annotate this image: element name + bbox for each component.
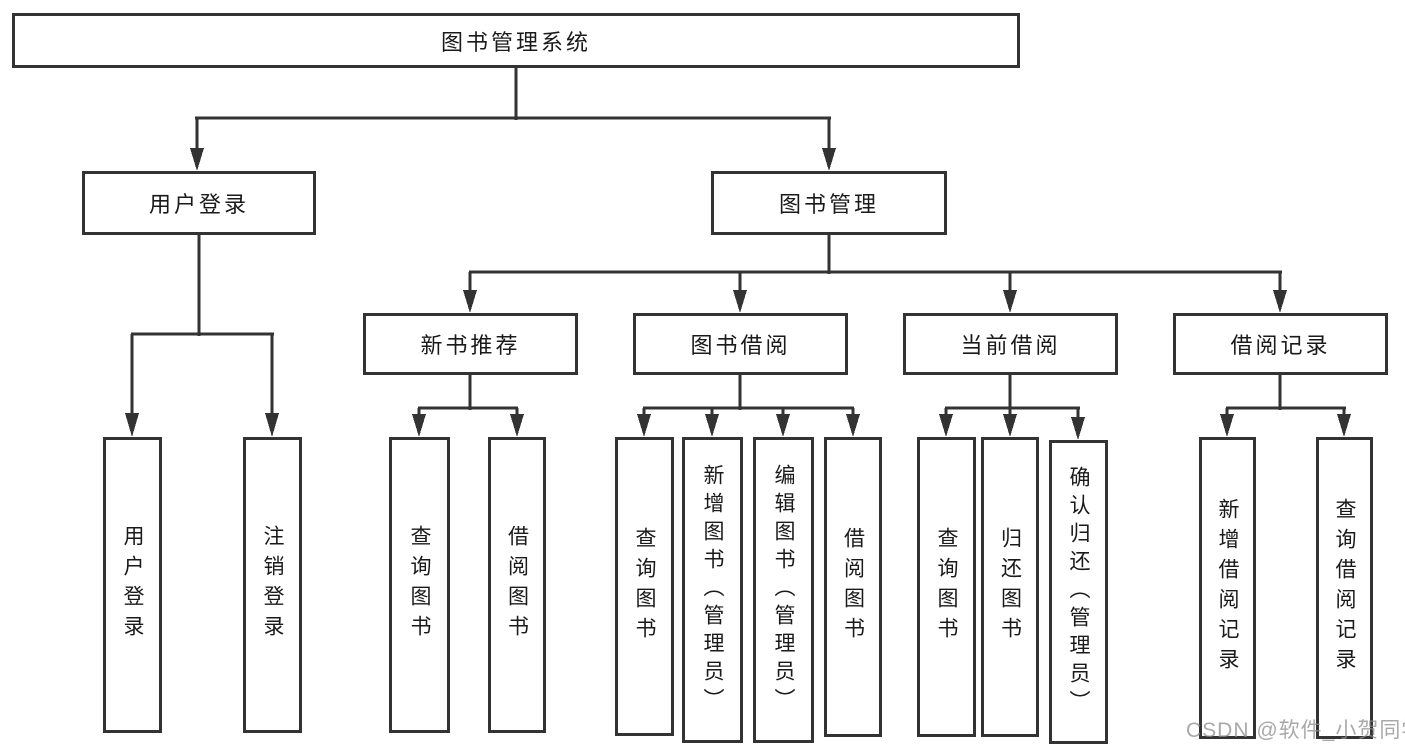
- leaf-confirm-return-admin: 确认归还（管理员）: [1049, 440, 1108, 744]
- node-label: 借阅记录: [1230, 333, 1331, 358]
- node-label: 用户登录: [121, 525, 144, 645]
- node-label: 图书管理: [778, 192, 879, 217]
- leaf-add-borrow-record: 新增借阅记录: [1199, 437, 1256, 739]
- node-label: 查询借阅记录: [1333, 498, 1356, 678]
- leaf-user-login: 用户登录: [103, 437, 162, 733]
- node-borrowing-records: 借阅记录: [1173, 313, 1388, 375]
- leaf-newbook-borrow-books: 借阅图书: [488, 437, 546, 733]
- node-book-management: 图书管理: [711, 171, 947, 235]
- node-label: 新增借阅记录: [1216, 498, 1239, 678]
- csdn-watermark: CSDN @软件_小贺同学: [1186, 719, 1405, 742]
- leaf-logout-login: 注销登录: [243, 437, 302, 733]
- leaf-add-books-admin: 新增图书（管理员）: [682, 437, 743, 743]
- node-user-login: 用户登录: [82, 171, 316, 235]
- leaf-edit-books-admin: 编辑图书（管理员）: [753, 437, 814, 743]
- leaf-newbook-query-books: 查询图书: [389, 437, 450, 733]
- node-book-borrowing: 图书借阅: [633, 313, 848, 375]
- node-label: 新增图书（管理员）: [701, 464, 724, 716]
- node-label: 当前借阅: [960, 333, 1061, 358]
- node-label: 图书管理系统: [440, 29, 591, 55]
- leaf-return-books: 归还图书: [981, 437, 1039, 737]
- leaf-borrowing-borrow-books: 借阅图书: [824, 437, 882, 737]
- node-label: 图书借阅: [690, 333, 791, 358]
- node-label: 查询图书: [408, 525, 431, 645]
- node-label: 借阅图书: [841, 527, 865, 647]
- node-new-book-recommendation: 新书推荐: [363, 313, 578, 375]
- leaf-borrowing-query-books: 查询图书: [615, 437, 674, 736]
- node-label: 归还图书: [998, 527, 1022, 647]
- leaf-query-borrow-record: 查询借阅记录: [1316, 437, 1373, 739]
- node-label: 编辑图书（管理员）: [772, 464, 795, 716]
- node-label: 确认归还（管理员）: [1067, 466, 1090, 718]
- node-label: 查询图书: [633, 526, 656, 647]
- node-label: 查询图书: [935, 527, 958, 647]
- node-label: 注销登录: [261, 525, 284, 645]
- node-library-management-system: 图书管理系统: [12, 13, 1020, 68]
- node-label: 新书推荐: [420, 333, 521, 358]
- node-label: 用户登录: [148, 192, 249, 217]
- leaf-current-query-books: 查询图书: [917, 437, 976, 737]
- node-label: 借阅图书: [505, 525, 529, 645]
- node-current-borrowing: 当前借阅: [903, 313, 1118, 375]
